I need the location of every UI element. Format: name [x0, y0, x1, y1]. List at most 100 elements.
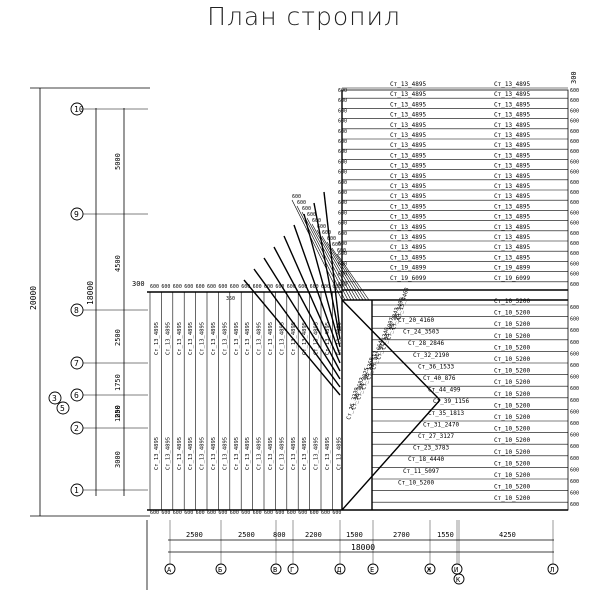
- rafter-label: Ст_13_4895: [494, 81, 531, 88]
- axis-bubble: [56, 401, 70, 415]
- rafter-label: Ст_13_4895: [494, 132, 531, 139]
- spacing-label: 600: [241, 284, 250, 290]
- spacing-label: 600: [570, 170, 579, 176]
- spacing-label: 600: [570, 251, 579, 257]
- rafter-label: Ст_13_4895: [291, 437, 297, 470]
- rafter-label: Ст_13_4895: [177, 437, 183, 470]
- rafter-label: Ст_13_4895: [245, 322, 251, 355]
- spacing-label: 600: [298, 510, 307, 516]
- spacing-label: 600: [297, 200, 306, 206]
- rafter-label: Ст_19_6099: [390, 275, 427, 282]
- axis-bubble: [70, 102, 84, 116]
- spacing-label: 600: [570, 272, 579, 278]
- rafter-label: Ст_10_5200: [494, 368, 531, 375]
- rafter-label: Ст_13_4895: [165, 437, 171, 470]
- spacing-label: 600: [338, 210, 347, 216]
- v-dim-label: 5000: [114, 153, 122, 170]
- rafter-label: Ст_13_4895: [279, 322, 285, 355]
- misc-dim: 350: [226, 296, 235, 302]
- rafter-label: Ст_13_4895: [494, 152, 531, 159]
- rafter-label: Ст_36_1533: [418, 363, 455, 370]
- jack-rafter-line: [296, 205, 346, 301]
- axis-bubble: [70, 483, 84, 497]
- axis-bubble: [287, 563, 299, 575]
- spacing-label: 600: [570, 456, 579, 462]
- axis-label: 3: [52, 394, 57, 403]
- rafter-label: Ст_13_4895: [188, 437, 194, 470]
- spacing-label: 600: [570, 210, 579, 216]
- v-dim-label: 1750: [114, 374, 122, 391]
- spacing-label: 600: [338, 251, 347, 257]
- hip-rafter-line: [273, 246, 341, 372]
- spacing-label: 600: [570, 351, 579, 357]
- rafter-label: Ст_13_4895: [165, 322, 171, 355]
- rafter-label: Ст_13_4895: [314, 322, 320, 355]
- v-dim-label: 250: [114, 405, 122, 418]
- spacing-label: 600: [150, 284, 159, 290]
- spacing-label: 600: [570, 317, 579, 323]
- rafter-label: Ст_10_5200: [494, 460, 531, 467]
- spacing-label: 600: [570, 340, 579, 346]
- spacing-label: 600: [338, 149, 347, 155]
- spacing-label: 600: [570, 409, 579, 415]
- rafter-label: Ст_31_2470: [423, 421, 460, 428]
- rafter-label: Ст_19_4899: [494, 265, 531, 272]
- rafter-label: Ст_10_5200: [494, 484, 531, 491]
- spacing-label: 600: [287, 284, 296, 290]
- v-dim-label: 4500: [114, 255, 122, 272]
- spacing-label: 600: [207, 284, 216, 290]
- rafter-label: Ст_13_4895: [211, 437, 217, 470]
- h-dim-label: 800: [273, 531, 286, 539]
- spacing-label: 600: [570, 479, 579, 485]
- spacing-label: 600: [310, 284, 319, 290]
- spacing-label: 600: [327, 236, 336, 242]
- spacing-label: 600: [338, 119, 347, 125]
- axis-bubble: [547, 563, 559, 575]
- axis-label: И: [454, 566, 458, 574]
- rafter-label: Ст_39_1156: [433, 398, 470, 405]
- rafter-label: Ст_18_4440: [408, 456, 445, 463]
- jack-rafter-line: [301, 211, 349, 301]
- rafter-label: Ст_13_4895: [390, 214, 427, 221]
- rafter-label: Ст_20_4160: [398, 317, 435, 324]
- rafter-label: Ст_13_4895: [245, 437, 251, 470]
- rafter-label: Ст_13_4895: [390, 112, 427, 119]
- axis-label: Л: [550, 566, 554, 574]
- axis-bubble: [453, 573, 465, 585]
- rafter-label: Ст_13_4895: [222, 437, 228, 470]
- axis-label: 8: [74, 306, 79, 315]
- spacing-label: 600: [253, 284, 262, 290]
- rafter-label: Ст_13_4895: [494, 193, 531, 200]
- spacing-label: 600: [264, 510, 273, 516]
- rafter-label: Ст_10_5200: [494, 449, 531, 456]
- spacing-label: 600: [338, 241, 347, 247]
- jack-rafter-line: [291, 199, 343, 301]
- axis-bubble: [48, 391, 62, 405]
- h-dim-label: 1500: [346, 531, 363, 539]
- spacing-label: 600: [570, 149, 579, 155]
- rafter-label: Ст_13_4895: [325, 322, 331, 355]
- h-dim-label: 2700: [393, 531, 410, 539]
- rafter-label: Ст_13_4895: [257, 322, 263, 355]
- spacing-label: 600: [570, 363, 579, 369]
- overall-height-label: 20000: [29, 286, 38, 310]
- rafter-label: Ст_13_4895: [390, 81, 427, 88]
- spacing-label: 600: [570, 159, 579, 165]
- spacing-label: 600: [150, 510, 159, 516]
- h-dim-label: 2500: [238, 531, 255, 539]
- axis-label: Г: [290, 566, 294, 574]
- axis-label: К: [456, 576, 461, 584]
- rafter-label: Ст_10_5200: [494, 344, 531, 351]
- rafter-label: Ст_13_4895: [390, 163, 427, 170]
- spacing-label: 600: [338, 129, 347, 135]
- rafter-label: Ст_13_4895: [494, 112, 531, 119]
- axis-bubble: [70, 388, 84, 402]
- rafter-label: Ст_13_4895: [390, 224, 427, 231]
- spacing-label: 600: [570, 129, 579, 135]
- spacing-label: 600: [570, 421, 579, 427]
- spacing-label: 600: [253, 510, 262, 516]
- spacing-label: 600: [321, 510, 330, 516]
- spacing-label: 600: [338, 170, 347, 176]
- axis-bubble: [70, 421, 84, 435]
